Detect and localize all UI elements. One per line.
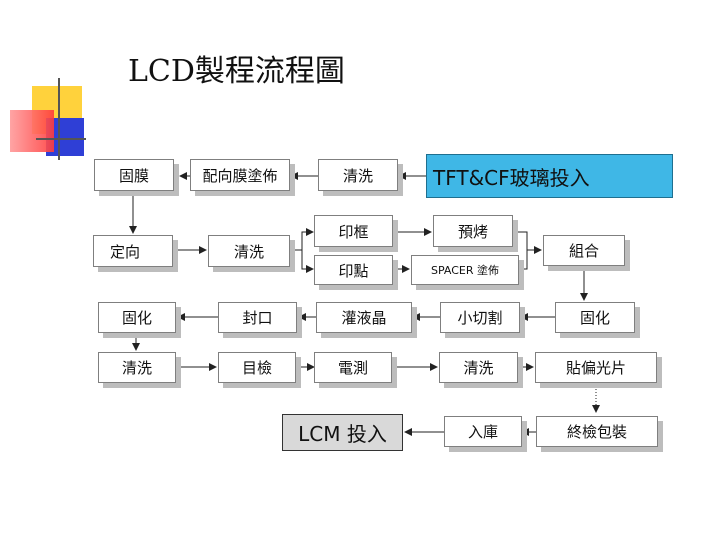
decor-horizontal-line — [36, 138, 86, 140]
step-qingxi-2: 清洗 — [208, 235, 290, 267]
step-zuhe: 組合 — [543, 235, 625, 266]
step-guhua-2: 固化 — [555, 302, 635, 333]
step-input-glass: TFT&CF玻璃投入 — [426, 154, 673, 198]
step-mujian: 目檢 — [218, 352, 296, 383]
step-gumo: 固膜 — [94, 159, 174, 191]
step-qingxi-4: 清洗 — [439, 352, 518, 383]
page-title: LCD製程流程圖 — [128, 54, 345, 89]
step-spacer: SPACER 塗佈 — [411, 255, 519, 285]
step-dianceli: 電測 — [314, 352, 392, 383]
step-yukao: 預烤 — [433, 215, 513, 247]
step-peixiang-tubu: 配向膜塗佈 — [190, 159, 290, 191]
step-guanyejing: 灌液晶 — [316, 302, 412, 333]
step-dingxiang: 定向 — [93, 235, 173, 267]
step-ruku: 入庫 — [444, 416, 522, 447]
step-yinkuang: 印框 — [314, 215, 393, 247]
step-fengkou: 封口 — [218, 302, 297, 333]
step-zhongjian-baozhuang: 終檢包裝 — [536, 416, 658, 447]
decor-vertical-line — [58, 78, 60, 160]
step-tiepianguangpian: 貼偏光片 — [535, 352, 657, 383]
step-qingxi-3: 清洗 — [98, 352, 176, 383]
step-guhua-1: 固化 — [98, 302, 176, 333]
step-xiaoqiege: 小切割 — [440, 302, 520, 333]
step-yudian: 印點 — [314, 255, 393, 285]
step-qingxi-1: 清洗 — [318, 159, 398, 191]
step-lcm-input: LCM 投入 — [282, 414, 403, 451]
decor-red-square — [10, 110, 54, 152]
